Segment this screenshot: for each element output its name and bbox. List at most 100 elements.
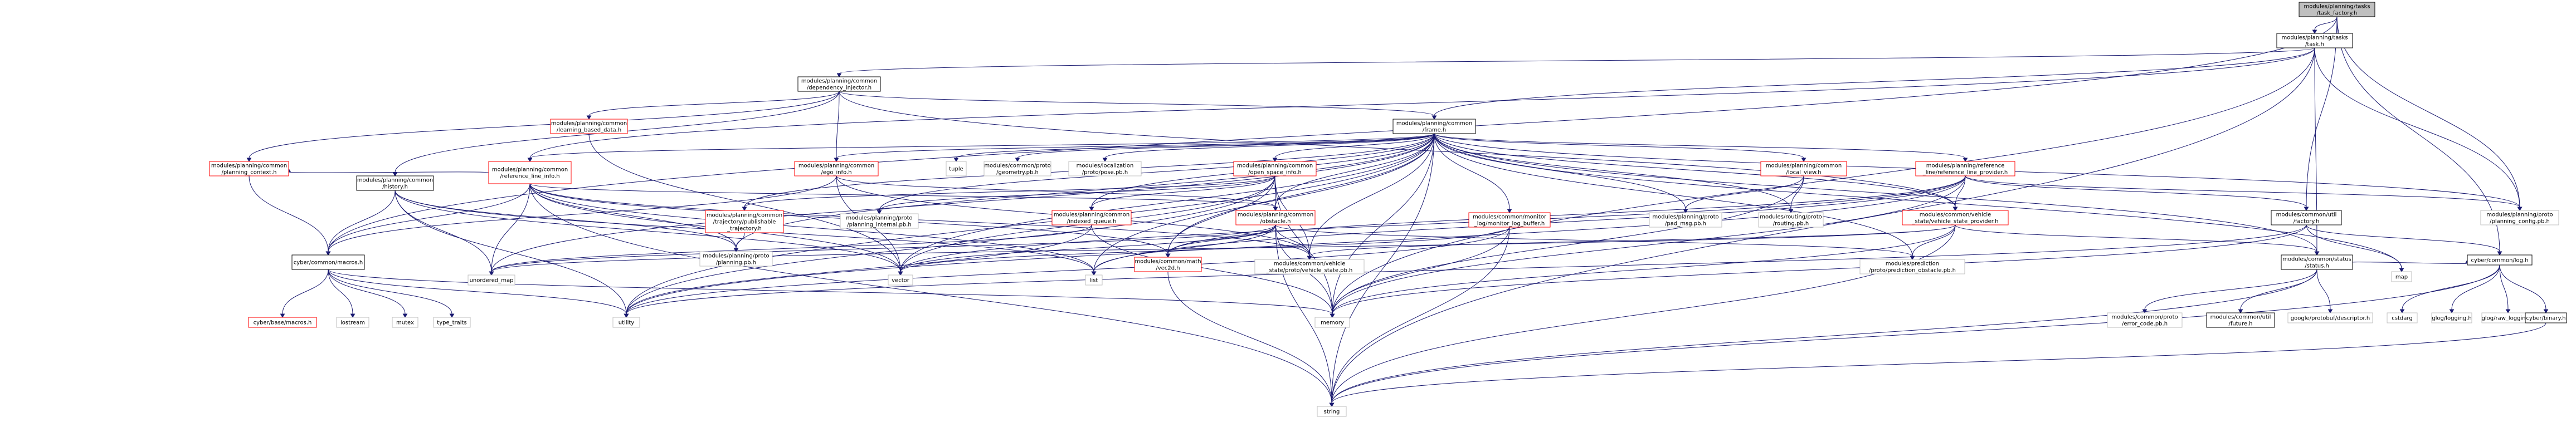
node-macros[interactable]: cyber/common/macros.h — [291, 254, 365, 270]
node-future[interactable]: modules/common/util/future.h — [2206, 312, 2275, 328]
node-indexq[interactable]: modules/planning/common/indexed_queue.h — [1051, 210, 1132, 225]
node-label-line: modules/common/monitor — [1473, 214, 1547, 220]
node-vsp[interactable]: modules/common/vehicle_state/vehicle_sta… — [1902, 210, 2009, 225]
node-status[interactable]: modules/common/status/status.h — [2281, 254, 2353, 270]
node-monitor[interactable]: modules/common/monitor_log/monitor_log_b… — [1468, 212, 1551, 228]
node-label-line: modules/planning/common — [1238, 212, 1313, 218]
node-trajpub[interactable]: modules/planning/common/trajectory/publi… — [705, 210, 784, 233]
edge-vsp-to-unordmap — [489, 224, 1956, 276]
edge-status-to-string — [1329, 269, 2317, 407]
node-obstacle[interactable]: modules/planning/common/obstacle.h — [1235, 210, 1316, 225]
node-label-line: /task_factory.h — [2317, 11, 2358, 17]
node-label-line: /vec2d.h — [1156, 266, 1180, 272]
edge-status-to-descriptor — [2316, 269, 2333, 313]
node-reflineprov[interactable]: modules/planning/reference_line/referenc… — [1915, 161, 2015, 176]
node-label-line: cyber/binary.h — [2526, 316, 2565, 322]
node-label-line: cyber/common/log.h — [2471, 258, 2528, 264]
node-gloglog: glog/logging.h — [2431, 312, 2472, 323]
node-planconfig: modules/planning/proto/planning_config.p… — [2480, 210, 2559, 225]
node-label-line: iostream — [340, 320, 365, 326]
node-label-line: modules/common/proto — [2111, 315, 2178, 321]
node-vector: vector — [888, 274, 913, 286]
node-label-line: vector — [892, 278, 910, 284]
node-label-line: modules/planning/proto — [1652, 214, 1718, 220]
edge-depinj-to-planctx — [246, 91, 840, 162]
edge-openspace-to-planint — [876, 175, 1275, 214]
node-label-line: _trajectory.h — [727, 226, 762, 232]
edge-task-to-frame — [1431, 47, 2315, 120]
node-label-line: list — [1090, 278, 1098, 284]
node-predobs: modules/prediction/proto/prediction_obst… — [1859, 259, 1965, 274]
node-refline[interactable]: modules/planning/common/reference_line_i… — [488, 161, 572, 184]
edge-task-to-planconfig — [2314, 47, 2523, 211]
node-label-line: tuple — [949, 166, 963, 173]
node-vec2d[interactable]: modules/common/math/vec2d.h — [1134, 257, 1202, 272]
node-cstdarg: cstdarg — [2387, 312, 2418, 323]
edge-frame-to-egoinfo — [834, 133, 1435, 162]
edge-history-to-planpb — [395, 190, 739, 252]
edge-macros-to-iostream — [328, 269, 356, 318]
node-binary[interactable]: cyber/binary.h — [2525, 312, 2567, 323]
node-label-line: modules/routing/proto — [1760, 214, 1822, 220]
node-label-line: cstdarg — [2392, 316, 2412, 322]
edge-macros-to-memory — [328, 269, 1335, 318]
node-label-line: modules/common/vehicle — [1274, 261, 1346, 267]
node-basemacros[interactable]: cyber/base/macros.h — [248, 317, 317, 328]
node-label-line: google/protobuf/descriptor.h — [2291, 316, 2370, 322]
edge-frame-to-unordmap — [489, 133, 1435, 276]
node-factory[interactable]: modules/common/util/factory.h — [2271, 210, 2342, 225]
node-openspace[interactable]: modules/planning/common/open_space_info.… — [1233, 161, 1317, 176]
edge-frame-to-refline — [527, 133, 1435, 162]
node-label-line: modules/planning/tasks — [2281, 35, 2348, 41]
node-label-line: modules/common/status — [2282, 257, 2351, 263]
node-label-line: /indexed_queue.h — [1067, 219, 1117, 225]
node-planctx[interactable]: modules/planning/common/planning_context… — [209, 161, 289, 176]
edge-vsp-to-status — [1955, 224, 2320, 256]
edge-root-to-macros — [325, 16, 2338, 256]
node-label-line: /local_view.h — [1786, 170, 1821, 176]
node-descriptor: google/protobuf/descriptor.h — [2287, 312, 2373, 323]
edge-localview-to-routing — [1788, 175, 1804, 213]
node-label-line: utility — [619, 320, 635, 326]
edge-frame-to-pose — [1102, 133, 1435, 162]
node-label-line: modules/planning/common — [801, 78, 877, 85]
edge-depinj-to-learning — [586, 91, 840, 120]
node-label-line: modules/planning/proto — [846, 215, 912, 222]
node-depinj[interactable]: modules/planning/common/dependency_injec… — [797, 76, 881, 92]
node-label-line: cyber/base/macros.h — [254, 320, 312, 326]
node-planpb: modules/planning/proto/planning.pb.h — [699, 251, 773, 267]
node-task[interactable]: modules/planning/tasks/task.h — [2276, 33, 2353, 48]
node-label-line: type_traits — [437, 320, 466, 326]
node-localview[interactable]: modules/planning/common/local_view.h — [1760, 161, 1847, 176]
node-label-line: /task.h — [2305, 42, 2324, 48]
node-label-line: /history.h — [382, 184, 408, 190]
node-iostream: iostream — [336, 317, 369, 328]
node-label-line: /proto/pose.pb.h — [1082, 170, 1128, 176]
node-label-line: map — [2395, 274, 2408, 281]
node-label-line: unordered_map — [470, 278, 514, 284]
node-log[interactable]: cyber/common/log.h — [2467, 254, 2533, 266]
node-label-line: /planning_context.h — [222, 170, 277, 176]
node-label-line: modules/planning/proto — [703, 253, 769, 259]
node-learning[interactable]: modules/planning/common/learning_based_d… — [550, 119, 628, 134]
node-label-line: modules/planning/reference — [1926, 163, 2005, 169]
node-history[interactable]: modules/planning/common/history.h — [356, 175, 434, 191]
node-egoinfo[interactable]: modules/planning/common/ego_info.h — [794, 161, 879, 176]
edge-history-to-macros — [325, 190, 396, 256]
edge-frame-to-status — [1434, 133, 2320, 256]
edge-reflineprov-to-vsp — [1952, 175, 1966, 211]
edge-factory-to-memory — [1330, 224, 2307, 318]
node-frame[interactable]: modules/planning/common/frame.h — [1392, 119, 1476, 134]
node-root[interactable]: modules/planning/tasks/task_factory.h — [2299, 2, 2375, 17]
edge-frame-to-tuple — [953, 133, 1435, 162]
edge-history-to-vector — [395, 190, 903, 276]
node-label-line: modules/common/math — [1134, 259, 1201, 265]
edge-macros-to-basemacros — [280, 269, 329, 318]
edge-depinj-to-vsp — [839, 91, 1958, 211]
edge-log-to-binary — [2499, 264, 2549, 313]
node-label-line: /geometry.pb.h — [996, 170, 1039, 176]
node-map: map — [2391, 271, 2412, 282]
edge-refline-to-string — [529, 183, 1335, 407]
node-label-line: modules/planning/common — [798, 163, 874, 169]
node-label-line: modules/planning/common — [1237, 163, 1313, 169]
